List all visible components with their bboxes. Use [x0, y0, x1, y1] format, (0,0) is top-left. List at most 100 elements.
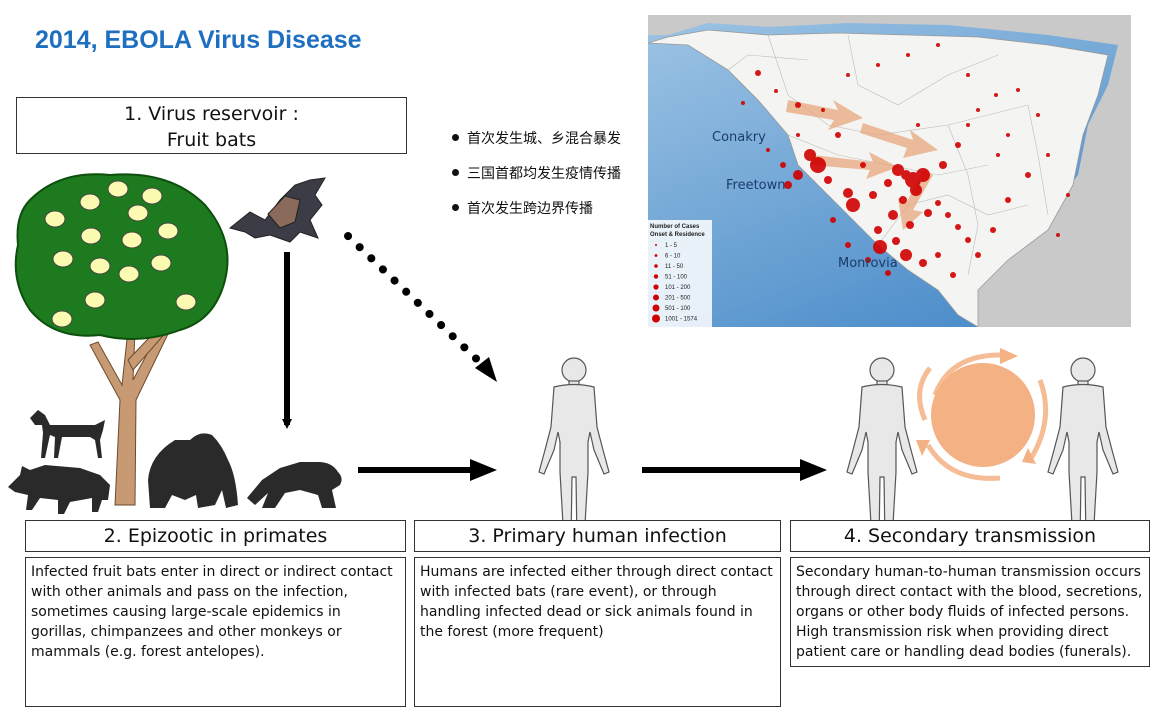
- arrow-head: [800, 459, 827, 481]
- case-marker: [950, 272, 956, 278]
- legend-marker: [654, 254, 658, 257]
- stage-3-heading: 3. Primary human infection: [414, 520, 781, 552]
- case-marker: [1025, 172, 1031, 178]
- legend-label: 201 - 500: [665, 296, 691, 302]
- case-marker: [1066, 193, 1070, 197]
- case-marker: [843, 188, 853, 198]
- reservoir-title: 1. Virus reservoir :: [124, 103, 299, 125]
- case-marker: [845, 242, 851, 248]
- key-point: 首次发生跨边界传播: [452, 198, 621, 233]
- map-city-label: Conakry: [712, 130, 766, 145]
- case-marker: [924, 209, 932, 217]
- outbreak-map: Conakry Freetown Monrovia Number of Case…: [648, 15, 1131, 327]
- legend-label: 1 - 5: [665, 243, 678, 249]
- case-marker: [966, 73, 970, 77]
- case-marker: [784, 181, 792, 189]
- legend-subtitle: Onset & Residence: [650, 232, 705, 238]
- case-marker: [1046, 153, 1050, 157]
- tree-icon: [14, 173, 229, 506]
- case-marker: [888, 210, 898, 220]
- case-marker: [873, 240, 887, 254]
- legend-label: 1001 - 1574: [665, 317, 698, 323]
- case-marker: [793, 170, 803, 180]
- case-marker: [1006, 133, 1010, 137]
- reservoir-box: 1. Virus reservoir : Fruit bats: [16, 97, 407, 154]
- case-marker: [935, 200, 941, 206]
- legend-marker: [652, 314, 660, 323]
- legend-label: 11 - 50: [665, 264, 684, 270]
- case-marker: [906, 221, 914, 229]
- key-point: 三国首都均发生疫情传播: [452, 163, 621, 198]
- case-marker: [884, 179, 892, 187]
- case-marker: [804, 149, 816, 161]
- outbreak-map-graphic: Conakry Freetown Monrovia Number of Case…: [648, 15, 1131, 327]
- infected-human-icon: [538, 357, 610, 520]
- antelope-icon: [30, 410, 105, 458]
- dotted-arrow-head: [475, 357, 497, 382]
- case-marker: [945, 212, 951, 218]
- legend-title: Number of Cases: [650, 224, 700, 230]
- legend-label: 6 - 10: [665, 254, 681, 260]
- case-marker: [876, 63, 880, 67]
- case-marker: [846, 73, 850, 77]
- stage-2-description: Infected fruit bats enter in direct or i…: [25, 557, 406, 707]
- case-marker: [1016, 88, 1020, 92]
- case-marker: [965, 237, 971, 243]
- case-marker: [966, 123, 970, 127]
- case-marker: [916, 168, 930, 182]
- legend-label: 501 - 100: [665, 306, 691, 312]
- bat-icon: [228, 177, 326, 243]
- legend-marker: [653, 274, 659, 279]
- bat-to-human-dotted-arrow: [344, 232, 492, 374]
- case-marker: [955, 142, 961, 148]
- case-marker: [910, 184, 922, 196]
- legend-marker: [653, 294, 659, 301]
- legend-label: 51 - 100: [665, 275, 688, 281]
- case-marker: [990, 227, 996, 233]
- legend-label: 101 - 200: [665, 285, 691, 291]
- case-marker: [874, 226, 882, 234]
- case-marker: [955, 224, 961, 230]
- case-marker: [780, 162, 786, 168]
- legend-marker: [652, 304, 660, 312]
- bullet-icon: [452, 169, 459, 176]
- case-marker: [865, 257, 871, 263]
- case-marker: [766, 148, 770, 152]
- case-marker: [774, 89, 778, 93]
- transmission-illustration: [8, 173, 1119, 520]
- case-marker: [900, 249, 912, 261]
- case-marker: [860, 162, 866, 168]
- warthog-icon: [8, 465, 110, 514]
- case-marker: [835, 132, 841, 138]
- stage-4-description: Secondary human-to-human transmission oc…: [790, 557, 1150, 667]
- stage-4-heading: 4. Secondary transmission: [790, 520, 1150, 552]
- chimpanzee-icon: [247, 462, 342, 508]
- case-marker: [939, 161, 947, 169]
- stage-3-description: Humans are infected either through direc…: [414, 557, 781, 707]
- case-marker: [975, 252, 981, 258]
- case-marker: [994, 93, 998, 97]
- case-marker: [996, 153, 1000, 157]
- case-marker: [869, 191, 877, 199]
- bullet-icon: [452, 134, 459, 141]
- key-point: 首次发生城、乡混合暴发: [452, 128, 621, 163]
- legend-marker: [654, 264, 658, 268]
- case-marker: [892, 164, 904, 176]
- case-marker: [1036, 113, 1040, 117]
- case-marker: [892, 237, 900, 245]
- case-marker: [935, 252, 941, 258]
- case-marker: [919, 259, 927, 267]
- human-source-icon: [846, 357, 918, 520]
- case-marker: [821, 108, 825, 112]
- case-marker: [796, 133, 800, 137]
- case-marker: [846, 198, 860, 212]
- bullet-icon: [452, 204, 459, 211]
- stage-2-heading: 2. Epizootic in primates: [25, 520, 406, 552]
- case-marker: [976, 108, 980, 112]
- case-marker: [906, 53, 910, 57]
- legend-marker: [655, 244, 657, 246]
- transmission-swirl-icon: [916, 348, 1049, 481]
- case-marker: [916, 123, 920, 127]
- human-recipient-icon: [1047, 357, 1119, 520]
- arrow-head: [470, 459, 497, 481]
